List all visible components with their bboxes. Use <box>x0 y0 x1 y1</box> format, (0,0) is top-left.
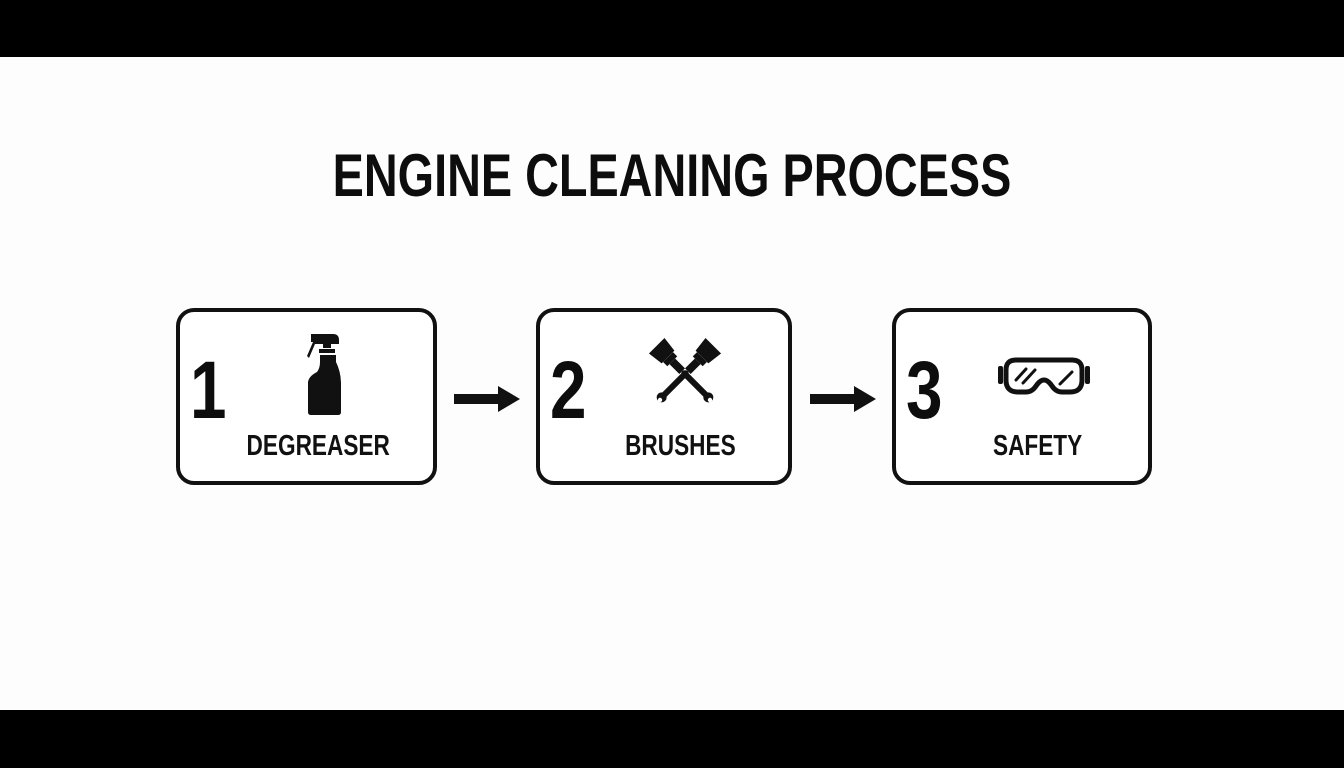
safety-goggles-icon <box>998 357 1090 395</box>
step-label: BRUSHES <box>625 430 736 462</box>
step-label: DEGREASER <box>246 430 390 462</box>
step-label: SAFETY <box>992 430 1083 462</box>
step-card-brushes: 2 BRUSHES <box>536 308 792 485</box>
crossed-paintbrushes-icon <box>648 337 722 403</box>
arrow-right-icon <box>810 386 876 412</box>
step-number: 1 <box>190 345 227 436</box>
step-card-degreaser: 1 DEGREASER <box>176 308 437 485</box>
letterbox-top <box>0 0 1344 57</box>
arrow-right-icon <box>454 386 520 412</box>
step-number: 3 <box>906 345 943 436</box>
diagram-title: ENGINE CLEANING PROCESS <box>332 142 1012 209</box>
spray-bottle-icon <box>307 334 341 415</box>
letterbox-bottom <box>0 710 1344 768</box>
step-number: 2 <box>550 345 587 436</box>
step-card-safety: 3 SAFETY <box>892 308 1152 485</box>
